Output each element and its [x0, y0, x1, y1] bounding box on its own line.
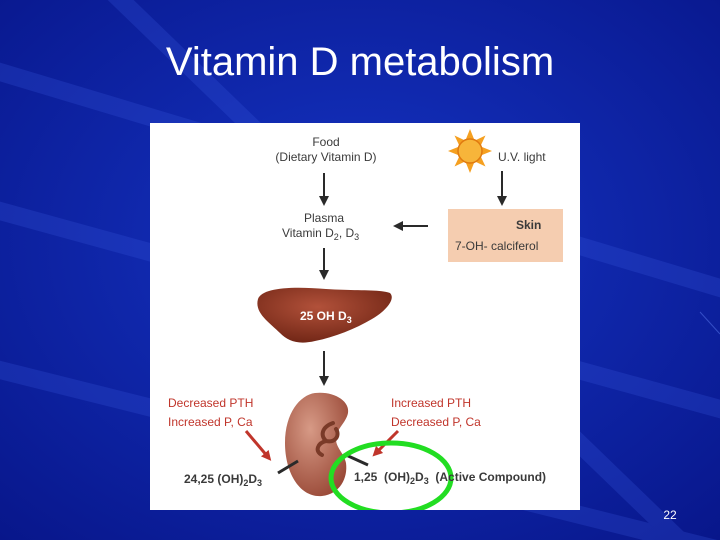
slide-number: 22 [663, 508, 677, 522]
right-regulation-label: Increased PTH Decreased P, Ca [391, 396, 481, 429]
active-compound-highlight [328, 440, 454, 510]
sun-icon [448, 129, 492, 173]
diagram-graphics [244, 129, 507, 510]
liver-icon [257, 287, 392, 343]
skin-box [448, 209, 563, 262]
arrow-kidney-to-active [345, 453, 369, 467]
liver-label: 25 OH D3 [300, 309, 352, 325]
skin-title: Skin [516, 218, 542, 232]
uv-light-label: U.V. light [498, 150, 546, 164]
kidney-icon [285, 392, 349, 497]
food-label: Food (Dietary Vitamin D) [275, 135, 377, 164]
arrow-kidney-to-inactive [277, 459, 299, 475]
plasma-label: Plasma Vitamin D2, D3 [282, 211, 360, 242]
skin-text: 7-OH- calciferol [455, 239, 539, 253]
active-product-label: 1,25 (OH)2D3 (Active Compound) [354, 470, 547, 486]
regulation-arrow-left [244, 430, 272, 461]
left-regulation-label: Decreased PTH Increased P, Ca [168, 396, 254, 429]
diagram-panel: Food (Dietary Vitamin D) U.V. light Plas… [150, 123, 580, 510]
inactive-product-label: 24,25 (OH)2D3 [184, 472, 263, 488]
slide-title: Vitamin D metabolism [165, 40, 555, 84]
